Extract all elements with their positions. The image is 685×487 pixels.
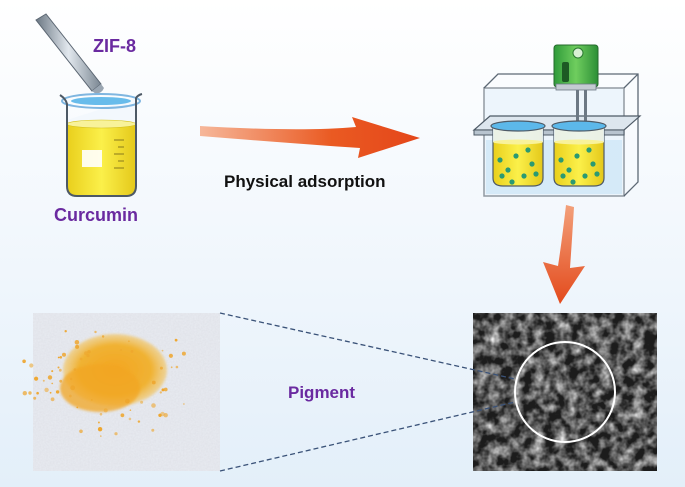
zoom-circle [514,341,616,443]
process-label: Physical adsorption [224,172,386,191]
beaker-icon [59,93,143,197]
sem-image [473,313,657,471]
glass-rod-icon [35,13,104,94]
water-bath-shaker-icon [472,44,642,197]
curcumin-label: Curcumin [54,205,139,225]
zoom-connector-lines [219,312,516,472]
powder-specks [22,330,186,437]
pigment-label: Pigment [288,383,356,402]
zif8-particles [497,147,600,185]
down-arrow [543,205,585,304]
process-arrow [200,117,420,158]
zif8-label: ZIF-8 [93,36,136,56]
pigment-powder-photo [22,313,220,471]
